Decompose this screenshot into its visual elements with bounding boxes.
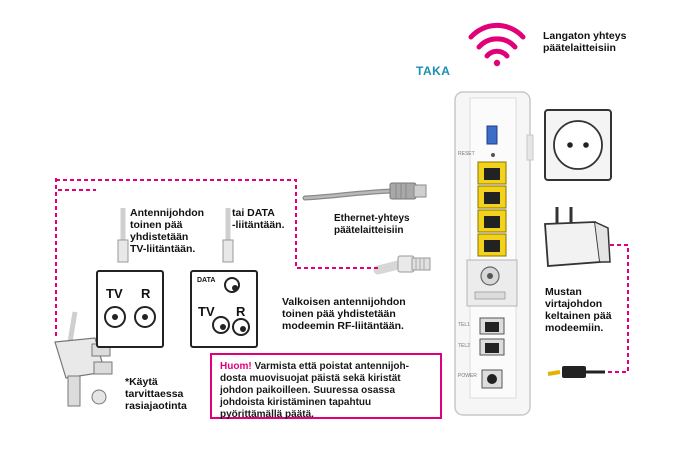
ethernet-label: Ethernet-yhteys päätelaitteisiin — [334, 213, 410, 236]
socket-tv-port — [104, 306, 126, 328]
antenna-socket-data: DATA TV R — [190, 270, 258, 348]
socket2-r-port — [232, 318, 250, 336]
socket2-r-label: R — [236, 304, 246, 319]
socket-tv-label: TV — [106, 286, 123, 301]
white-antenna-connector — [373, 255, 431, 275]
power-adapter-icon — [544, 207, 611, 267]
power-plug — [547, 366, 605, 378]
tv-cable-label: Antennijohdon toinen pää yhdistetään TV-… — [130, 207, 205, 255]
data-label: tai DATA -liitäntään. — [232, 207, 285, 231]
socket-data-label: DATA — [197, 277, 216, 284]
usb-port — [486, 125, 498, 145]
socket-r-label: R — [141, 286, 151, 301]
section-title: TAKA — [416, 64, 451, 78]
warning-note: Huom! Varmista että poistat antennijoh-d… — [210, 353, 442, 420]
ethernet-ports — [477, 161, 507, 257]
socket-data-port — [224, 277, 240, 293]
router — [454, 91, 534, 416]
antenna-socket-tv: TV R — [96, 270, 164, 348]
ethernet-cable — [302, 182, 427, 201]
socket-r-port — [134, 306, 156, 328]
wifi-icon — [468, 22, 526, 67]
wall-outlet — [544, 109, 612, 181]
wifi-label: Langaton yhteys päätelaitteisiin — [543, 30, 627, 54]
note-text: Varmista että poistat antennijoh-dosta m… — [220, 361, 409, 420]
socket2-tv-port — [212, 316, 230, 334]
power-cable-label: Mustan virtajohdon keltainen pää modeemi… — [545, 286, 612, 334]
tel2-label: TEL2 — [458, 343, 470, 349]
reset-button — [491, 153, 495, 157]
connection-lines — [55, 178, 629, 373]
note-highlight: Huom! — [220, 361, 252, 372]
tel1-label: TEL1 — [458, 322, 470, 328]
power-label: POWER — [458, 373, 477, 379]
antenna-cables — [117, 208, 234, 263]
white-cable-label: Valkoisen antennijohdon toinen pää yhdis… — [282, 296, 406, 332]
socket2-tv-label: TV — [198, 304, 215, 319]
splitter-label: *Käytä tarvittaessa rasiajaotinta — [125, 376, 187, 412]
reset-label: RESET — [458, 151, 475, 157]
